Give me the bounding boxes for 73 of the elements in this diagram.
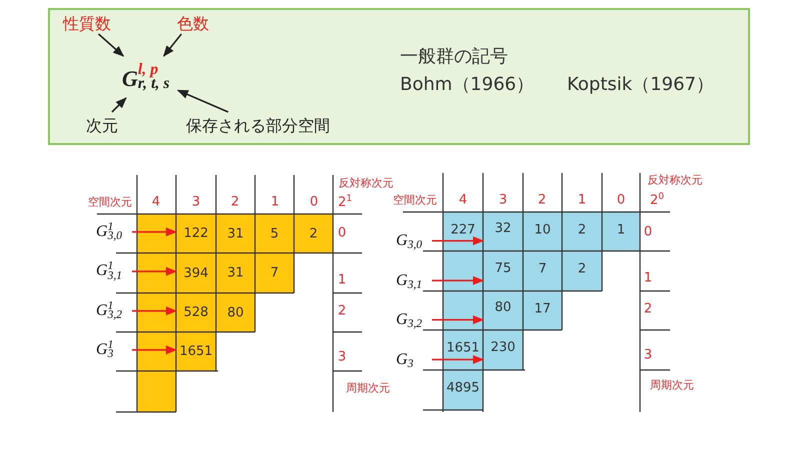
value-cell: 1651 (176, 332, 216, 371)
arrow (132, 345, 178, 354)
table-value: 10 (534, 222, 551, 237)
axis-label: 空間次元 (393, 192, 437, 208)
value-cell: 75 (483, 251, 523, 291)
axis-label: 1 (270, 194, 280, 210)
arrow (432, 355, 484, 364)
table-value: 31 (227, 226, 244, 241)
axis-label: 空間次元 (88, 194, 132, 210)
axis-label: 4 (152, 194, 160, 210)
group-symbol: G$_{3}$ (396, 346, 432, 374)
table-value: 31 (227, 266, 244, 280)
arrow (432, 236, 484, 246)
table-value: 1 (616, 222, 626, 237)
table-value: 4895 (446, 380, 480, 396)
value-cell: 394 (176, 253, 216, 293)
table-value: 80 (227, 305, 244, 320)
axis-label: 0 (644, 224, 652, 240)
panel-text: Koptsik（1967） (567, 73, 714, 96)
axis-label: 2 (644, 302, 652, 316)
annotation: 色数 (172, 12, 214, 36)
axis-label: 4 (458, 192, 468, 208)
value-cell: 80 (483, 291, 523, 330)
group-symbol: G$_{3,1}$ (396, 266, 432, 295)
arrow (98, 33, 124, 57)
table-value: 1651 (446, 340, 480, 356)
group-symbol: G$_{3,2}$ (396, 306, 432, 334)
axis-label: 3 (338, 350, 346, 364)
arrow (176, 90, 228, 113)
axis-label: 2 (230, 194, 240, 210)
table-value: 17 (534, 301, 551, 316)
arrow (132, 306, 178, 316)
axis-label: 1 (578, 192, 586, 208)
axis-label: 1 (644, 270, 652, 286)
axis-label: 3 (498, 192, 508, 208)
arrow (132, 266, 178, 276)
axis-label: 0 (310, 194, 318, 210)
axis-label: 3 (644, 348, 652, 362)
table-value: 7 (538, 262, 547, 276)
arrow (432, 315, 484, 324)
axis-label: 0 (338, 226, 346, 240)
group-symbol: G$_{3,0}$ (396, 226, 432, 255)
value-cell: 230 (483, 330, 523, 370)
annotation: 保存される部分空間 (178, 114, 338, 138)
axis-label: 2$^{0}$ (650, 192, 664, 208)
table-value: 2 (578, 222, 586, 237)
panel-text: 一般群の記号 (400, 45, 508, 68)
table-value: 7 (270, 266, 279, 280)
annotation: 性質数 (58, 12, 116, 36)
axis-label: 2 (338, 304, 346, 318)
arrow (132, 227, 178, 236)
axis-label: 2$^{1}$ (338, 194, 352, 210)
arrow (163, 34, 182, 57)
annotation: 次元 (80, 114, 124, 138)
axis-label: 周期次元 (650, 378, 694, 392)
table-value: 2 (578, 262, 586, 276)
value-cell: 528 (176, 293, 216, 332)
arrow (432, 276, 484, 286)
value-cell: 32 (483, 212, 523, 251)
table-value: 227 (450, 222, 476, 237)
axis-label: 2 (538, 192, 546, 208)
value-cell: 122 (176, 214, 216, 253)
axis-label: 3 (192, 194, 200, 210)
axis-label: 反対称次元 (338, 176, 394, 190)
panel (48, 8, 750, 145)
arrow (111, 97, 127, 113)
axis-label: 0 (616, 192, 626, 208)
table-value: 2 (309, 226, 318, 241)
table-value: 5 (270, 226, 279, 241)
axis-label: 1 (338, 272, 346, 288)
panel-text: Bohm（1966） (400, 73, 534, 96)
axis-label: 周期次元 (346, 380, 390, 396)
axis-label: 反対称次元 (648, 172, 702, 188)
